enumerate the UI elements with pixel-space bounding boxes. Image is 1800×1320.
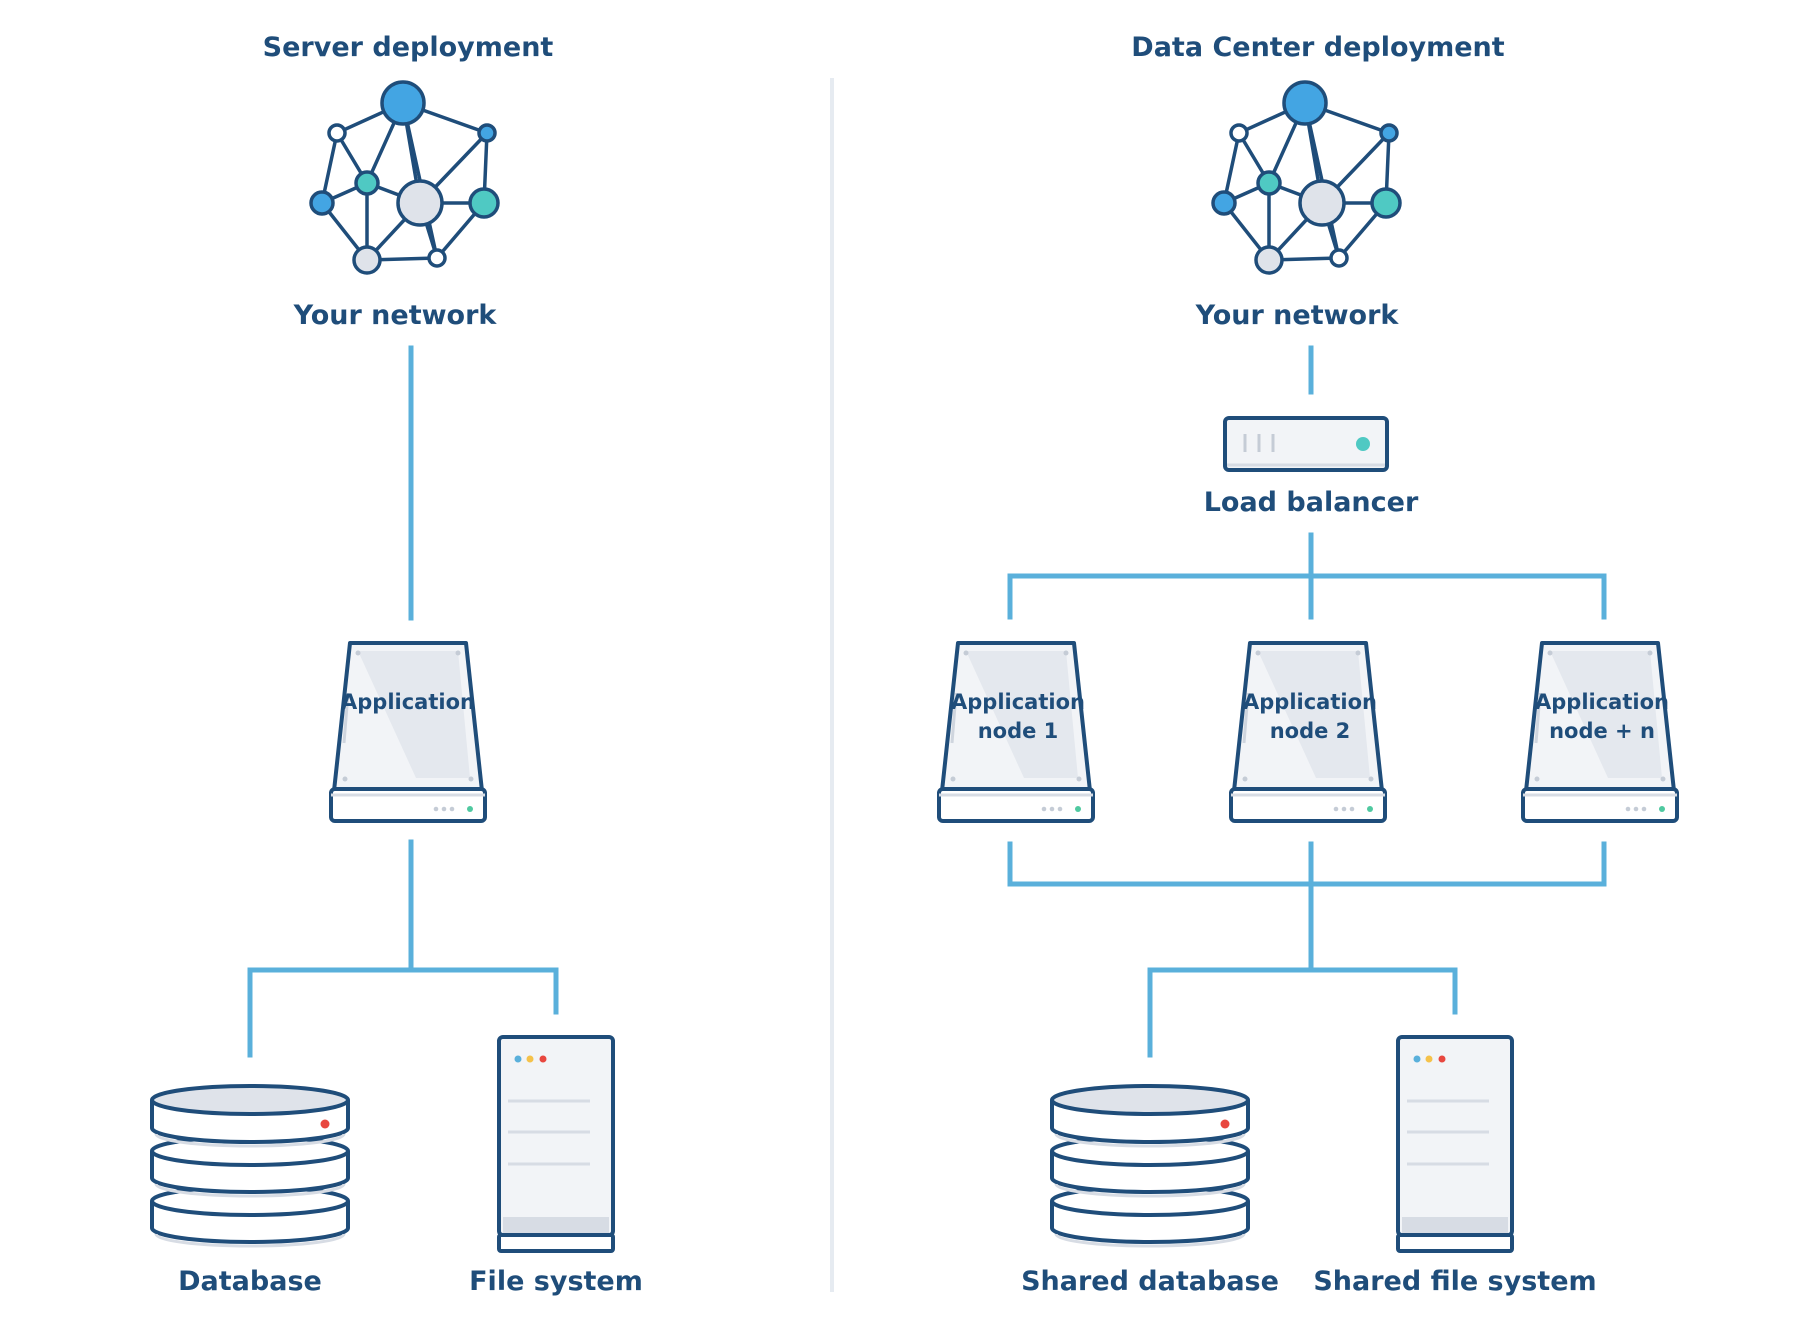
node-1-line1: Application bbox=[951, 690, 1085, 714]
shared-file-system-label: Shared file system bbox=[1313, 1266, 1597, 1297]
network-icon bbox=[309, 80, 500, 275]
file-server-icon bbox=[497, 1035, 615, 1253]
load-balancer-icon bbox=[1223, 416, 1389, 472]
server-icon bbox=[329, 641, 487, 823]
datacenter-connectors bbox=[1007, 345, 1607, 1058]
application-node-2-label: Application node 2 bbox=[1243, 688, 1377, 746]
node-n-line2: node + n bbox=[1549, 719, 1655, 743]
data-center-deployment-title: Data Center deployment bbox=[1131, 32, 1505, 63]
load-balancer-label: Load balancer bbox=[1203, 487, 1419, 518]
application-node-n-label: Application node + n bbox=[1535, 688, 1669, 746]
node-2-line2: node 2 bbox=[1269, 719, 1351, 743]
node-n-line1: Application bbox=[1535, 690, 1669, 714]
file-system-label: File system bbox=[469, 1266, 643, 1297]
database-label: Database bbox=[178, 1266, 322, 1297]
database-icon bbox=[1050, 1084, 1250, 1248]
server-network-label: Your network bbox=[293, 300, 497, 331]
node-2-line1: Application bbox=[1243, 690, 1377, 714]
file-server-icon bbox=[1396, 1035, 1514, 1253]
datacenter-network-label: Your network bbox=[1195, 300, 1399, 331]
database-icon bbox=[150, 1084, 350, 1248]
shared-database-label: Shared database bbox=[1021, 1266, 1279, 1297]
application-label: Application bbox=[341, 688, 475, 717]
server-connectors bbox=[247, 345, 559, 1058]
application-node-1-label: Application node 1 bbox=[951, 688, 1085, 746]
node-1-line2: node 1 bbox=[977, 719, 1059, 743]
network-icon bbox=[1211, 80, 1402, 275]
server-deployment-title: Server deployment bbox=[262, 32, 554, 63]
application-label-text: Application bbox=[341, 690, 475, 714]
